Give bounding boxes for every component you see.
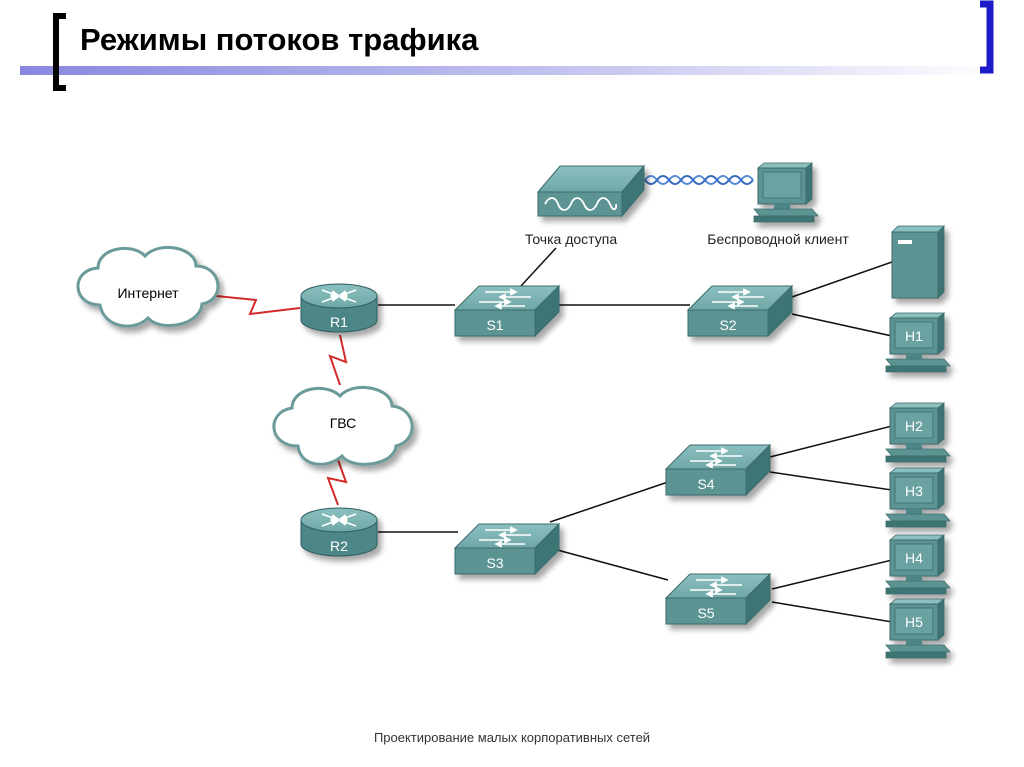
slide-footer: Проектирование малых корпоративных сетей: [373, 730, 651, 745]
link-s5-h4: [771, 559, 893, 590]
host-h4: H4: [885, 534, 951, 595]
router-r2: R2: [300, 507, 378, 557]
switch-s2-label: S2: [719, 317, 736, 333]
cloud-internet: Интернет: [76, 245, 220, 328]
link-s5-h5: [771, 601, 893, 623]
host-h1-label: H1: [905, 328, 923, 344]
host-h4-label: H4: [905, 550, 923, 566]
host-h5-label: H5: [905, 614, 923, 630]
link-s2-h1: [791, 313, 893, 337]
link-s3-s5: [549, 547, 669, 581]
link-s2-server: [791, 261, 893, 298]
link-r1-wan: [328, 334, 348, 386]
wireless-client-label: Беспроводной клиент: [707, 231, 849, 247]
title-underline: [20, 66, 1000, 75]
host-h3: H3: [885, 467, 951, 528]
link-internet-r1: [215, 295, 301, 316]
link-s1-ap: [519, 247, 557, 288]
host-h3-label: H3: [905, 483, 923, 499]
switch-s4: S4: [665, 444, 771, 496]
wireless-client: [753, 162, 819, 223]
switch-s5: S5: [665, 573, 771, 625]
slide-title: Режимы потоков трафика: [80, 22, 479, 57]
access-point: [536, 164, 646, 218]
switch-s3-label: S3: [486, 555, 503, 571]
wan-links: [215, 295, 348, 506]
access-point-label: Точка доступа: [525, 231, 617, 247]
cloud-internet-label: Интернет: [117, 285, 179, 301]
router-r1-label: R1: [330, 314, 348, 330]
title-left-bracket: [53, 13, 66, 91]
host-h2: H2: [885, 402, 951, 463]
switch-s3: S3: [454, 523, 560, 575]
link-s3-s4: [549, 481, 669, 523]
switch-s5-label: S5: [697, 605, 714, 621]
router-r1: R1: [300, 283, 378, 333]
server: [891, 225, 945, 299]
title-right-bracket: [980, 0, 994, 74]
link-s4-h3: [769, 471, 893, 491]
router-r2-label: R2: [330, 538, 348, 554]
cloud-wan-label: ГВС: [330, 415, 357, 431]
switch-s4-label: S4: [697, 476, 714, 492]
host-h1: H1: [885, 312, 951, 373]
link-s4-h2: [769, 425, 893, 458]
switch-s2: S2: [687, 285, 793, 337]
host-h2-label: H2: [905, 418, 923, 434]
lan-links: [378, 247, 893, 623]
wireless-signal: [644, 175, 754, 185]
switch-s1-label: S1: [486, 317, 503, 333]
host-h5: H5: [885, 598, 951, 659]
cloud-wan: ГВС: [272, 385, 414, 466]
switch-s1: S1: [454, 285, 560, 337]
link-wan-r2: [326, 459, 348, 506]
